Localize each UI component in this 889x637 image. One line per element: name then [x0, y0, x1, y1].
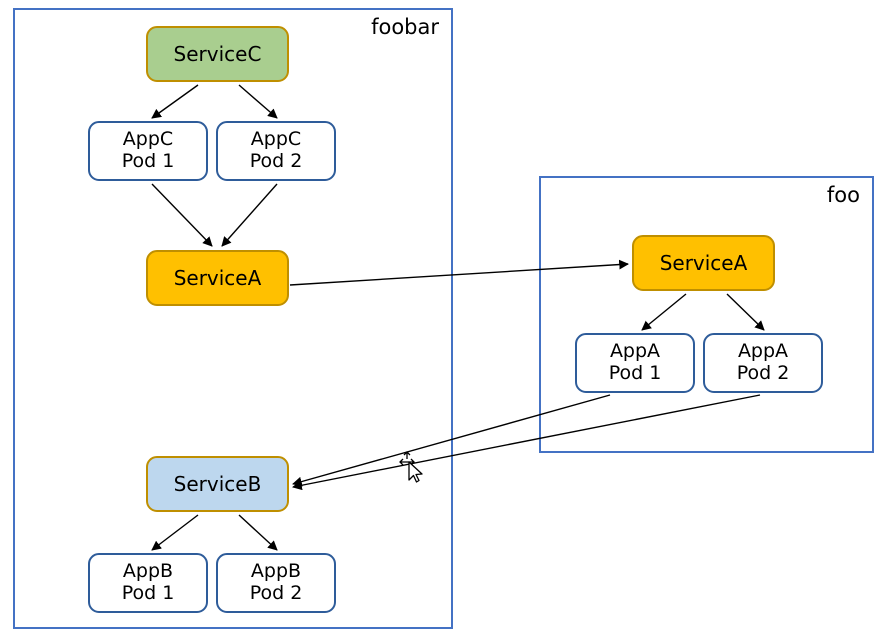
node-label: AppB Pod 2	[249, 560, 303, 604]
namespace-box-foobar[interactable]: foobar	[13, 8, 453, 629]
node-label: AppC Pod 2	[249, 128, 303, 172]
service-node-svcB[interactable]: ServiceB	[146, 456, 289, 512]
namespace-label-foo: foo	[826, 183, 860, 207]
pod-node-appC1[interactable]: AppC Pod 1	[88, 121, 208, 181]
node-label: AppC Pod 1	[121, 128, 175, 172]
pod-node-appC2[interactable]: AppC Pod 2	[216, 121, 336, 181]
pod-node-appB1[interactable]: AppB Pod 1	[88, 553, 208, 613]
namespace-label-foobar: foobar	[371, 15, 439, 39]
node-label: ServiceC	[173, 41, 262, 66]
pod-node-appA2[interactable]: AppA Pod 2	[703, 333, 823, 393]
node-label: ServiceB	[173, 471, 262, 496]
node-label: ServiceA	[173, 265, 262, 290]
node-label: ServiceA	[659, 250, 748, 275]
service-node-svcC[interactable]: ServiceC	[146, 26, 289, 82]
node-label: AppB Pod 1	[121, 560, 175, 604]
service-node-svcA_bar[interactable]: ServiceA	[146, 250, 289, 306]
node-label: AppA Pod 1	[608, 340, 662, 384]
namespace-box-foo[interactable]: foo	[539, 176, 874, 453]
node-label: AppA Pod 2	[736, 340, 790, 384]
pod-node-appB2[interactable]: AppB Pod 2	[216, 553, 336, 613]
service-node-svcA_foo[interactable]: ServiceA	[632, 235, 775, 291]
pod-node-appA1[interactable]: AppA Pod 1	[575, 333, 695, 393]
